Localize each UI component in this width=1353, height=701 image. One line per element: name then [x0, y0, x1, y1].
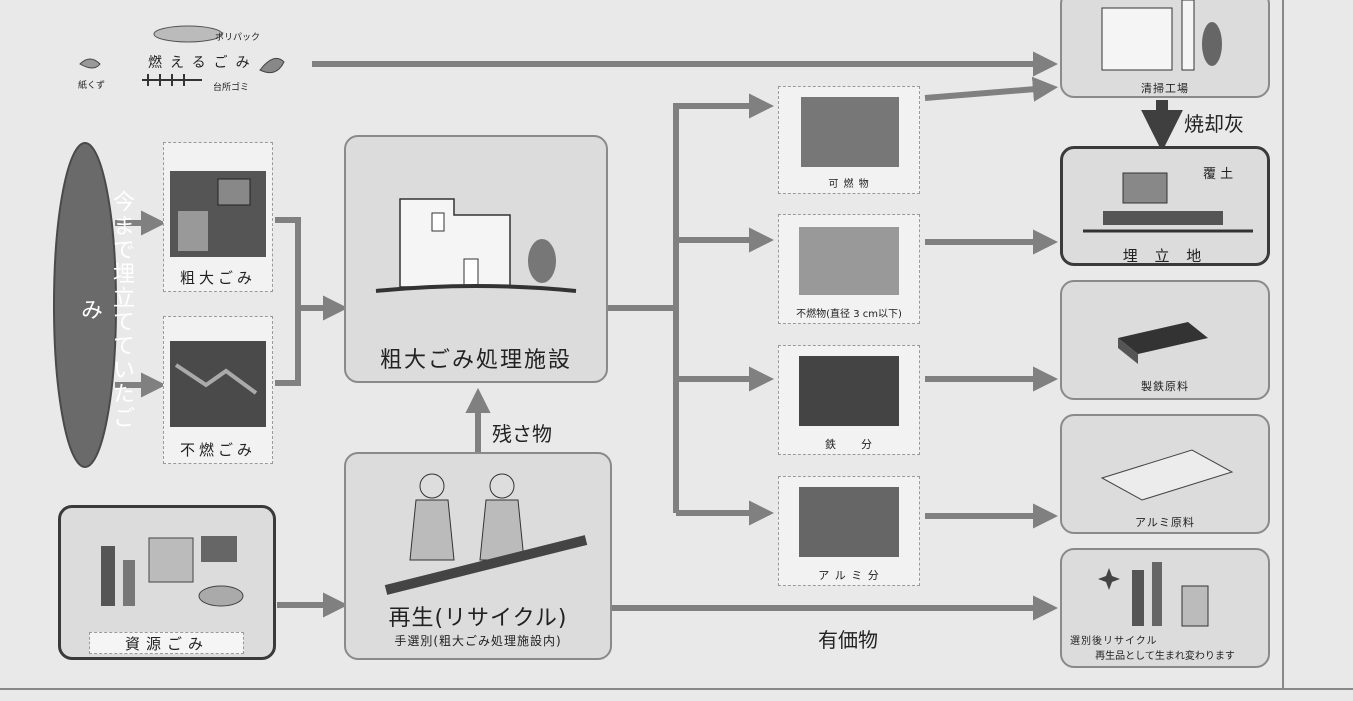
arrow-bulky-merge	[275, 217, 301, 308]
recycled-line2: 再生品として生まれ変わります	[1095, 651, 1235, 662]
aluminum-material-label: アルミ原料	[1135, 516, 1195, 529]
burnable-item-kitchen: 台所ゴミ	[213, 83, 250, 93]
burnable-illustration	[79, 25, 285, 86]
landfill-box: 覆 土 埋 立 地	[1060, 146, 1270, 266]
burnable-title: 燃えるごみ	[148, 55, 258, 71]
combustible-photo	[801, 97, 899, 167]
bulky-waste-label: 粗大ごみ	[179, 269, 256, 287]
burnable-group: 燃えるごみ ポリパック 紙くず 台所ゴミ	[70, 22, 310, 94]
nonburnable-waste-label: 不燃ごみ	[179, 441, 256, 459]
recycle-subtitle: 手選別(粗大ごみ処理施設内)	[394, 634, 562, 648]
recycled-products-box: 選別後リサイクル 再生品として生まれ変わります	[1060, 548, 1270, 668]
aluminum-card: ア ル ミ 分	[778, 476, 920, 586]
resource-label-frame	[89, 632, 244, 654]
recycle-box: 再生(リサイクル) 手選別(粗大ごみ処理施設内)	[344, 452, 612, 660]
burnable-item-paper: 紙くず	[78, 81, 106, 91]
incineration-ash-label: 焼却灰	[1184, 112, 1244, 136]
aluminum-material-box: アルミ原料	[1060, 414, 1270, 534]
bulky-waste-facility-box: 粗大ごみ処理施設	[344, 135, 608, 383]
resource-waste-label: 資源ごみ	[124, 635, 209, 653]
iron-material-box: 製鉄原料	[1060, 280, 1270, 400]
valuable-label: 有価物	[818, 628, 878, 652]
oval-label: 今まで埋立てていたごみ	[77, 190, 134, 430]
recycle-title: 再生(リサイクル)	[388, 606, 568, 631]
landfill-label: 埋 立 地	[1122, 247, 1208, 265]
iron-label: 鉄 分	[825, 438, 873, 451]
incombustible-photo	[799, 227, 899, 295]
residue-label: 残さ物	[492, 422, 552, 446]
facility-label: 粗大ごみ処理施設	[379, 348, 572, 373]
combustible-card: 可 燃 物	[778, 86, 920, 194]
incombustible-label: 不燃物(直径 3 cm以下)	[796, 309, 902, 320]
arrow-combustible-to-plant	[924, 76, 1059, 102]
burnable-item-polypack: ポリパック	[215, 33, 261, 43]
nonburnable-waste-card: 不燃ごみ	[163, 316, 273, 464]
aluminum-sheet-illustration	[1100, 449, 1234, 501]
resource-waste-box: 資源ごみ	[58, 505, 276, 660]
bulky-waste-card: 粗大ごみ	[163, 142, 273, 292]
oval-previous-landfill	[53, 142, 117, 468]
frame-bottom	[0, 688, 1353, 690]
facility-building-illustration	[375, 198, 577, 293]
hand-sorting-illustration	[384, 473, 588, 595]
iron-photo	[799, 356, 899, 426]
cleaning-plant-illustration	[1101, 0, 1222, 71]
iron-card: 鉄 分	[778, 345, 920, 455]
arrow-nonburnable-merge	[275, 308, 301, 386]
cleaning-plant-box: 清掃工場	[1060, 0, 1270, 98]
cover-soil-label: 覆 土	[1203, 167, 1234, 182]
incombustible-card: 不燃物(直径 3 cm以下)	[778, 214, 920, 324]
bulky-waste-photo	[170, 171, 266, 257]
iron-ingot-illustration	[1118, 322, 1208, 364]
aluminum-photo	[799, 487, 899, 557]
combustible-label: 可 燃 物	[828, 179, 870, 190]
iron-material-label: 製鉄原料	[1141, 380, 1189, 393]
frame-right	[1282, 0, 1284, 690]
recycled-line1: 選別後リサイクル	[1070, 636, 1158, 647]
landfill-illustration	[1083, 172, 1253, 233]
cleaning-plant-label: 清掃工場	[1141, 82, 1189, 95]
aluminum-label: ア ル ミ 分	[818, 569, 880, 582]
resource-bottles-illustration	[101, 536, 244, 607]
nonburnable-waste-photo	[170, 341, 266, 427]
recycled-products-illustration	[1098, 562, 1209, 627]
